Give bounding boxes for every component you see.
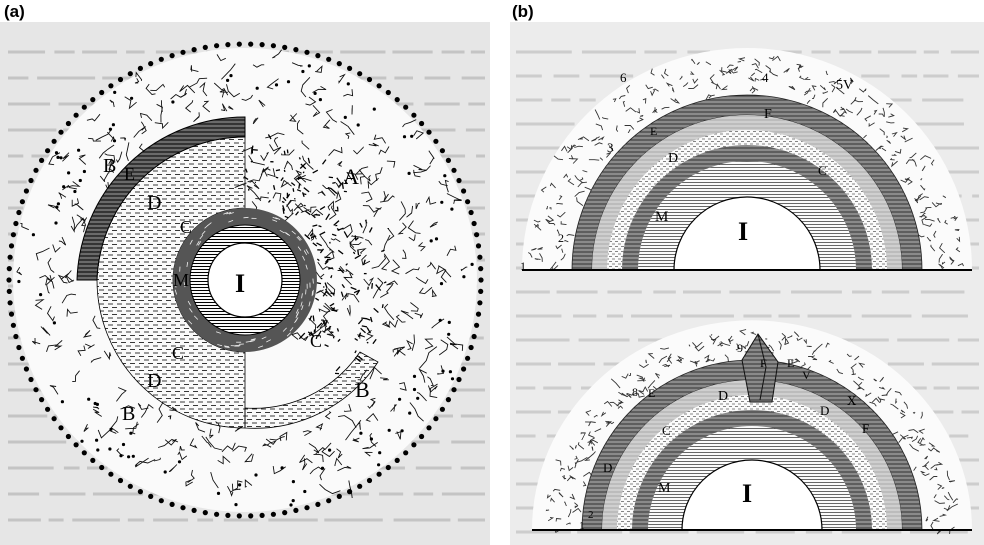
b2-label-8: 8 xyxy=(632,385,638,399)
b-label-2: 2 xyxy=(558,231,564,245)
label-b-lower-right: B xyxy=(355,377,370,402)
b2-label-d-right: D xyxy=(820,403,829,418)
b-label-m: M xyxy=(655,209,668,225)
label-i: I xyxy=(235,269,245,298)
label-b-upper: B xyxy=(103,155,116,177)
label-a: A xyxy=(343,164,359,189)
b2-label-v: V xyxy=(802,368,811,382)
b2-label-e-top: E xyxy=(787,356,794,370)
b-label-f: F xyxy=(764,107,772,122)
label-e: E xyxy=(124,164,135,184)
label-b-lower-left: B xyxy=(122,403,135,425)
panel-b-letter: (b) xyxy=(512,2,534,22)
b2-label-9: 9 xyxy=(737,341,743,355)
panel-a-figure: A B B B E D D C C C M I xyxy=(0,22,490,545)
panel-b-figure: 4 5V 6 F E 3 D C M I 2 1 9 F E V 8 E D D… xyxy=(510,22,984,545)
b-label-d: D xyxy=(668,151,678,166)
b2-label-e: E xyxy=(648,386,655,400)
label-d-upper: D xyxy=(147,192,161,214)
b2-label-m: M xyxy=(658,481,671,496)
label-c-lower-left: C xyxy=(172,343,184,363)
b-label-4: 4 xyxy=(762,70,769,85)
b2-label-1: 1 xyxy=(579,520,585,532)
label-d-lower: D xyxy=(147,370,161,392)
b-label-5v: 5V xyxy=(836,78,853,93)
b-label-1: 1 xyxy=(520,259,526,273)
b-label-c: C xyxy=(818,163,827,178)
b2-label-c: C xyxy=(662,423,671,438)
b2-label-i-lower: I xyxy=(742,479,752,508)
b-label-e: E xyxy=(650,124,657,138)
b-label-3: 3 xyxy=(607,140,614,155)
b2-label-2: 2 xyxy=(588,509,594,521)
panel-a-letter: (a) xyxy=(4,2,25,22)
b2-label-f: F xyxy=(760,356,767,370)
b2-label-x: X xyxy=(847,393,857,408)
b2-label-f-right: F xyxy=(862,421,869,436)
b2-label-d-left: D xyxy=(603,460,612,475)
b2-label-d-center: D xyxy=(718,389,728,404)
b-label-i-upper: I xyxy=(738,217,748,246)
label-c-right: C xyxy=(310,331,322,351)
b2-label-7: 7 xyxy=(580,429,586,443)
b-label-6: 6 xyxy=(620,70,627,85)
label-c-upper: C xyxy=(180,217,192,237)
label-m: M xyxy=(173,270,189,290)
